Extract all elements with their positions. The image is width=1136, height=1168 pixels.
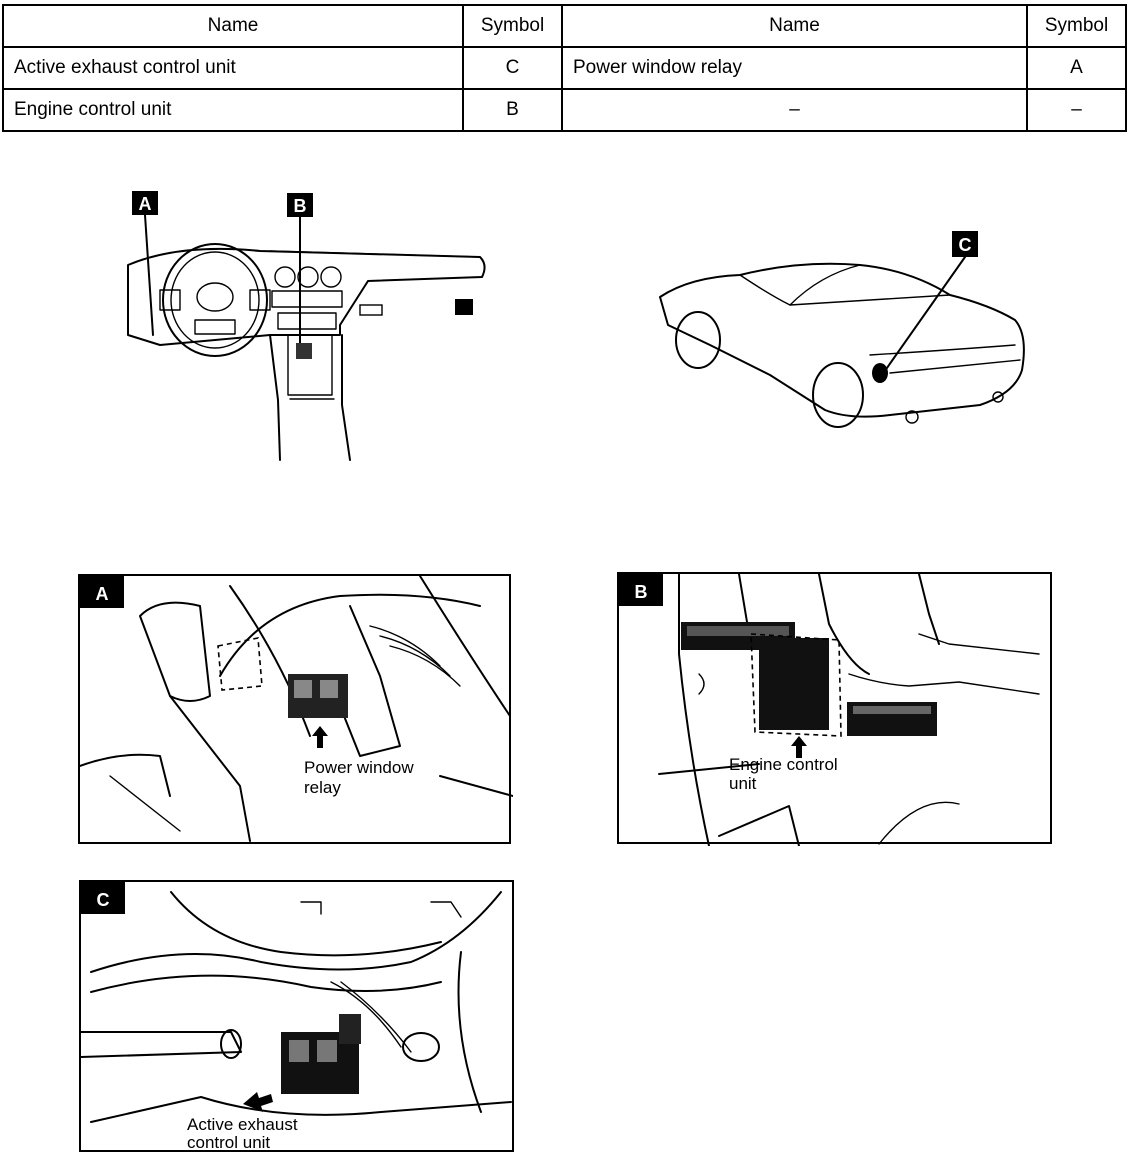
label-box-c (952, 231, 978, 257)
header-symbol-2: Symbol (1026, 4, 1127, 48)
arrow-icon (312, 726, 328, 748)
location-table: Name Symbol Name Symbol Active exhaust c… (1, 4, 1127, 132)
arrow-icon (791, 736, 807, 758)
panel-tag-box-a (80, 576, 124, 608)
panel-tag-c: C (97, 890, 110, 910)
header-name-2: Name (560, 4, 1029, 48)
cell-symbol: C (462, 46, 563, 90)
arrow-icon (243, 1092, 273, 1112)
panel-caption-b-line2: unit (729, 774, 757, 793)
detail-panel-a: A Power window relay (78, 574, 513, 844)
panel-tag-box-c (81, 882, 125, 914)
panel-caption-b-line1: Engine control (729, 755, 838, 774)
label-box-a (132, 191, 158, 215)
label-a: A (139, 194, 152, 214)
panel-caption-c-line2: control unit (187, 1133, 270, 1152)
panel-caption-a-line2: relay (304, 778, 341, 797)
panel-caption-c-line1: Active exhaust (187, 1115, 298, 1134)
panel-tag-b: B (635, 582, 648, 602)
cell-name: Power window relay (560, 46, 1029, 90)
header-symbol-1: Symbol (462, 4, 563, 48)
cell-name: Active exhaust control unit (1, 46, 465, 90)
table-row: Engine control unit B – – (1, 88, 1127, 132)
cell-symbol: A (1026, 46, 1127, 90)
cell-name: – (560, 88, 1029, 132)
table-row: Active exhaust control unit C Power wind… (1, 46, 1127, 90)
cell-name: Engine control unit (1, 88, 465, 132)
cell-symbol: B (462, 88, 563, 132)
panel-caption-a-line1: Power window (304, 758, 414, 777)
panel-tag-box-b (619, 574, 663, 606)
car-illustration: C (659, 231, 1025, 428)
table-header-row: Name Symbol Name Symbol (1, 4, 1127, 48)
label-c: C (959, 235, 972, 255)
detail-panel-b: B Engine control unit (617, 572, 1052, 846)
panel-tag-a: A (96, 584, 109, 604)
label-box-b (287, 193, 313, 217)
header-name-1: Name (1, 4, 465, 48)
cell-symbol: – (1026, 88, 1127, 132)
dashboard-illustration: A B (127, 191, 486, 461)
label-b: B (294, 196, 307, 216)
detail-panel-c: C Active exhaust control unit (79, 880, 514, 1152)
